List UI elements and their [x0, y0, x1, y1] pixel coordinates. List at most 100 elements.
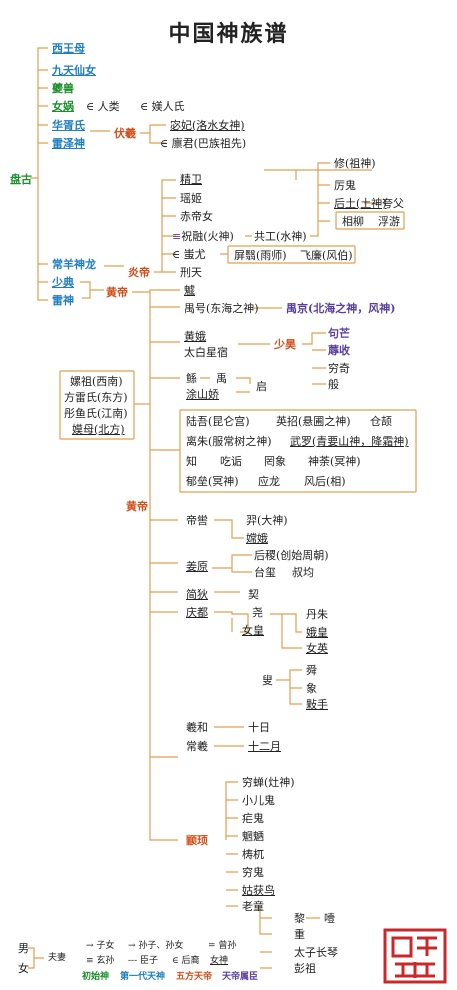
node-qiongchan: 穷蝉(灶神)	[242, 776, 295, 789]
node-kui: 魖	[184, 284, 195, 297]
node-zhuanxu: 颛顼	[186, 834, 208, 847]
node-nuwa: 女娲	[52, 100, 74, 113]
legend-tiandi: 天帝属臣	[222, 972, 259, 982]
node-shentu: 神荼(冥神)	[308, 455, 361, 468]
node-yi2: 噎	[324, 912, 335, 925]
legend-nvshen: 女神	[210, 956, 229, 966]
node-taibai: 太白星宿	[184, 346, 228, 359]
node-xiang: 象	[306, 682, 317, 695]
node-tushan: 涂山娇	[186, 388, 219, 401]
node-yinglong: 应龙	[258, 475, 280, 488]
node-xiwangmu: 西王母	[52, 42, 85, 55]
node-fuxi: 伏羲	[114, 127, 136, 140]
node-kuishou: 夔兽	[52, 82, 74, 95]
node-change: 嫦娥	[246, 532, 268, 545]
node-changyang: 常羊神龙	[52, 258, 96, 271]
node-jiutian: 九天仙女	[52, 64, 96, 77]
node-feilian: 飞廉(风伯)	[300, 249, 353, 262]
legend-male: 男	[18, 942, 29, 955]
page-title: 中国神族谱	[168, 22, 289, 47]
legend-shizu: 初始神	[82, 972, 110, 982]
node-momu: 嫫母(北方)	[72, 423, 125, 436]
legend-xuansun: ≡ 玄孙	[86, 956, 115, 966]
node-zhi: 知	[186, 455, 197, 468]
node-xiangliu: 相柳	[342, 215, 364, 228]
node-fuyou: 浮游	[378, 215, 400, 228]
node-guhuoniao: 姑获鸟	[242, 884, 275, 897]
node-yu: 禹	[216, 372, 227, 385]
node-taowu: 梼杌	[242, 848, 264, 861]
node-nvying: 女英	[306, 642, 328, 655]
node-shujun: 叔均	[292, 566, 314, 579]
node-zhurong: ≡祝融(火神)	[172, 230, 234, 243]
node-yandi: 炎帝	[128, 266, 150, 279]
node-tongyu: 彤鱼氏(江南)	[64, 407, 128, 420]
node-xingtian: 刑天	[180, 266, 202, 279]
node-xihe: 羲和	[186, 721, 208, 734]
legend-chenzi: --- 臣子	[128, 956, 158, 966]
node-shun: 舜	[306, 664, 317, 677]
node-pingyi: 屏翳(雨师)	[234, 249, 287, 262]
node-houji: 后稷(创始周朝)	[254, 549, 329, 562]
node-qingdu: 庆都	[186, 606, 208, 619]
node-taixi: 台玺	[254, 566, 276, 579]
node-gun: 鲧	[186, 372, 197, 385]
legend-fuqi: 夫妻	[48, 953, 67, 963]
node-diku: 帝喾	[186, 514, 208, 527]
node-yaoji: 瑶姬	[180, 192, 202, 205]
node-huangdi-b: 黄帝	[126, 500, 148, 513]
node-li: 黎	[294, 912, 305, 925]
node-ligui: 厉鬼	[334, 179, 356, 192]
legend-diyidai: 第一代天神	[120, 972, 166, 982]
node-nvhuang: 女皇	[242, 624, 264, 637]
node-ehuang: 娥皇	[306, 626, 328, 639]
node-ban: 般	[328, 378, 339, 391]
node-luwu: 陆吾(昆仑宫)	[186, 415, 250, 428]
node-laotong: 老童	[242, 900, 264, 913]
node-qiongqi: 穷奇	[328, 362, 350, 375]
node-nuegui: 疟鬼	[242, 812, 264, 825]
node-leishen: 雷神	[52, 294, 74, 307]
node-leizu: 嫘祖(西南)	[70, 375, 123, 388]
node-pengzu: 彭祖	[294, 962, 316, 975]
node-ningren: ∈ 媄人氏	[140, 100, 185, 113]
node-yi: 羿(大神)	[246, 514, 288, 527]
node-pangu: 盘古	[10, 173, 32, 186]
node-rushou: 蓐收	[328, 344, 350, 357]
node-goumang: 句芒	[328, 327, 350, 340]
node-zhong: 重	[294, 928, 305, 941]
node-yingzhao: 英招(悬圃之神)	[276, 415, 351, 428]
legend-zinv: → 子女	[86, 941, 115, 951]
node-xiaoergui: 小儿鬼	[242, 794, 275, 807]
node-shieryue: 十二月	[248, 740, 281, 753]
node-sou: 叟	[262, 674, 273, 687]
node-changxi: 常羲	[186, 740, 208, 753]
node-jingwei: 精卫	[180, 173, 202, 186]
node-shiri: 十日	[248, 721, 270, 734]
node-yujing: 禺京(北海之神，风神)	[286, 302, 396, 315]
node-cangjie: 仓颉	[370, 415, 392, 428]
node-mifei: 宓妃(洛水女神)	[170, 119, 245, 132]
node-chidinv: 赤帝女	[180, 210, 213, 223]
node-chigou: 吃诟	[220, 455, 242, 468]
node-gonggong: 共工(水神)	[254, 230, 307, 243]
node-fanglei: 方雷氏(东方)	[64, 391, 128, 404]
node-taizi: 太子长琴	[294, 946, 338, 959]
node-linjun: ∈ 廪君(巴族祖先)	[160, 137, 247, 150]
node-houtu: 后土(土神)	[334, 197, 387, 210]
node-qionggui: 穷鬼	[242, 866, 264, 879]
seal-stamp-icon	[383, 928, 447, 984]
node-shaodian: 少典	[52, 276, 74, 289]
legend-zengsun: = 曾孙	[208, 941, 237, 951]
legend-houyi: ∈ 后裔	[172, 956, 200, 966]
node-fenghou: 风后(相)	[304, 475, 346, 488]
node-leize: 雷泽神	[52, 137, 85, 150]
node-huange: 黄娥	[184, 330, 206, 343]
node-huaxu: 华胥氏	[52, 119, 85, 132]
node-shushou: 敤手	[306, 698, 328, 711]
node-wangliang: 魍魉	[242, 830, 264, 843]
legend-wufang: 五方天帝	[176, 972, 213, 982]
node-jiandi: 简狄	[186, 588, 208, 601]
node-yao: 尧	[252, 606, 263, 619]
